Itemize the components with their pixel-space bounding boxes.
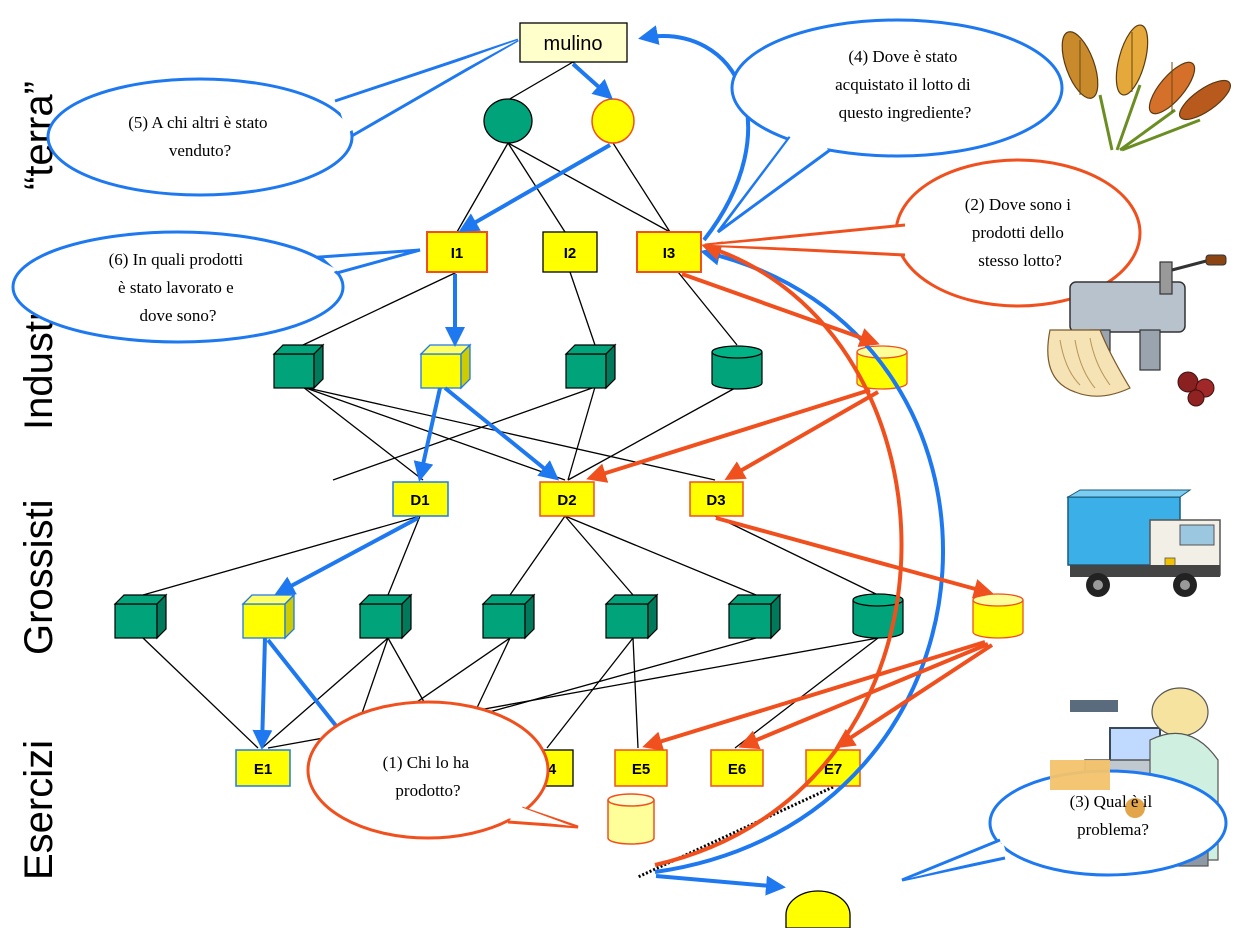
shop-E6: E6 <box>710 749 764 787</box>
wholesaler-D1: D1 <box>392 481 449 517</box>
bubble-q1: (1) Chi lo ha prodotto? <box>306 700 579 840</box>
wholesale-cube <box>113 593 168 640</box>
wholesale-cube <box>358 593 413 640</box>
connection-lines <box>142 61 879 749</box>
product-cube-highlighted <box>419 343 472 390</box>
industry-I3: I3 <box>636 231 702 273</box>
bubble-text: (1) Chi lo ha prodotto? <box>383 753 474 800</box>
mulino-box <box>519 22 628 63</box>
row-label-grossisti: Grossisti <box>17 499 61 655</box>
shop-E1: E1 <box>235 749 291 787</box>
consumer-product-cylinder <box>607 793 655 845</box>
bubble-q4: (4) Dove è stato acquistato il lotto di … <box>716 18 1064 234</box>
row-label-esercizi: Esercizi <box>17 740 61 880</box>
bubble-q6: (6) In quali prodotti è stato lavorato e… <box>11 230 421 344</box>
mulino-label: mulino <box>544 33 603 55</box>
bubble-text: (4) Dove è stato acquistato il lotto di … <box>835 47 975 122</box>
wheat-icon <box>1061 24 1231 152</box>
product-cylinder <box>711 345 763 390</box>
raw-material-green <box>483 98 533 144</box>
node-label: E1 <box>254 761 272 778</box>
wholesale-cube-highlighted <box>241 593 296 640</box>
red-trace-arrows <box>586 241 994 867</box>
node-label: D1 <box>410 492 429 509</box>
node-label: D3 <box>706 492 725 509</box>
node-label: I2 <box>564 245 577 262</box>
bubble-text: (5) A chi altri è stato venduto? <box>128 113 272 160</box>
wholesaler-D2: D2 <box>539 481 595 517</box>
wholesale-cylinder-highlighted <box>972 593 1024 639</box>
node-label: E6 <box>728 761 746 778</box>
industry-I1: I1 <box>426 231 488 273</box>
product-cube <box>564 343 617 390</box>
node-label: I3 <box>663 245 676 262</box>
bubble-q2: (2) Dove sono i prodotti dello stesso lo… <box>704 158 1142 308</box>
wholesale-cube <box>727 593 782 640</box>
bubble-text: (6) In quali prodotti è stato lavorato e… <box>109 250 248 325</box>
wholesale-cube <box>481 593 536 640</box>
wholesale-cube <box>604 593 659 640</box>
product-cube <box>272 343 325 390</box>
raw-material-yellow <box>591 98 635 144</box>
problem-oval <box>785 890 851 928</box>
node-label: E5 <box>632 761 650 778</box>
node-label: I1 <box>451 245 464 262</box>
truck-icon <box>1066 489 1221 597</box>
node-label: D2 <box>557 492 576 509</box>
bubble-text: (2) Dove sono i prodotti dello stesso lo… <box>965 195 1075 270</box>
bubble-text: (3) Qual è il problema? <box>1070 792 1157 839</box>
pasta-machine-icon <box>1047 254 1227 407</box>
industry-I2: I2 <box>542 231 598 273</box>
bubble-q5: (5) A chi altri è stato venduto? <box>46 38 519 197</box>
bubble-q3: (3) Qual è il problema? <box>901 760 1228 882</box>
node-label: E7 <box>824 761 842 778</box>
wholesaler-D3: D3 <box>689 481 744 517</box>
shop-E5: E5 <box>614 749 668 787</box>
